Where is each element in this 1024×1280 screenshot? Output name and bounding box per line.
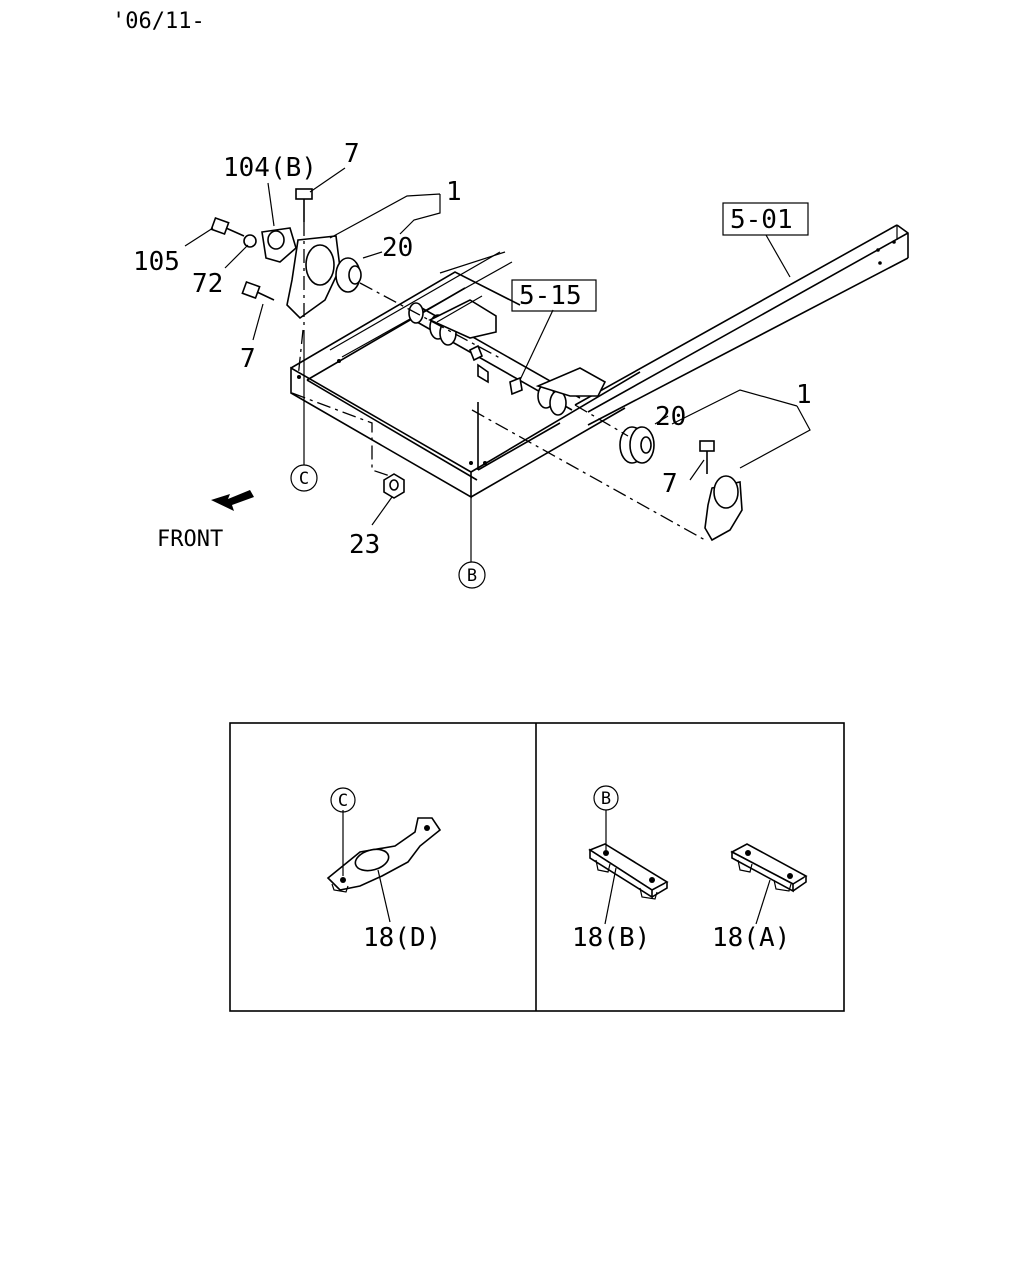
detail-panel	[229, 722, 845, 1012]
marker-b-detail-text: B	[601, 789, 611, 809]
ref-label-5-01: 5-01	[730, 205, 793, 235]
right-bracket-assembly	[619, 426, 743, 542]
marker-b-detail	[593, 785, 619, 811]
marker-b-main-text: B	[467, 566, 477, 586]
front-arrow-icon	[211, 490, 254, 511]
ref-label-5-15: 5-15	[519, 281, 582, 311]
plate-18a	[730, 843, 808, 893]
nut-23	[383, 473, 405, 499]
left-bracket-assembly	[210, 188, 362, 320]
ref-box-5-15	[511, 279, 597, 312]
stabilizer-shaft	[408, 295, 607, 416]
callout-7-top: 7	[344, 139, 360, 169]
label-18d: 18(D)	[363, 923, 441, 953]
callout-72: 72	[192, 269, 223, 299]
bracket-18d	[326, 817, 442, 893]
marker-c-detail-text: C	[338, 791, 348, 811]
callout-105: 105	[133, 247, 180, 277]
label-18a: 18(A)	[712, 923, 790, 953]
callout-20-right: 20	[655, 402, 686, 432]
plate-18b	[588, 843, 669, 900]
label-18b: 18(B)	[572, 923, 650, 953]
center-lines	[291, 222, 706, 541]
callout-20-top: 20	[382, 233, 413, 263]
callout-23: 23	[349, 530, 380, 560]
callout-1-right: 1	[796, 380, 812, 410]
callout-104b: 104(B)	[223, 153, 317, 183]
marker-b-main	[458, 561, 486, 589]
marker-c-main	[290, 464, 318, 492]
callout-7-right: 7	[662, 469, 678, 499]
callout-1-top: 1	[446, 177, 462, 207]
date-code: '06/11-	[112, 9, 205, 34]
marker-c-main-text: C	[299, 469, 309, 489]
callout-7-left: 7	[240, 344, 256, 374]
marker-c-detail	[330, 787, 356, 813]
leader-lines	[184, 167, 811, 562]
frame-assembly	[290, 224, 909, 499]
front-label: FRONT	[157, 527, 223, 552]
ref-box-5-01	[722, 202, 809, 236]
